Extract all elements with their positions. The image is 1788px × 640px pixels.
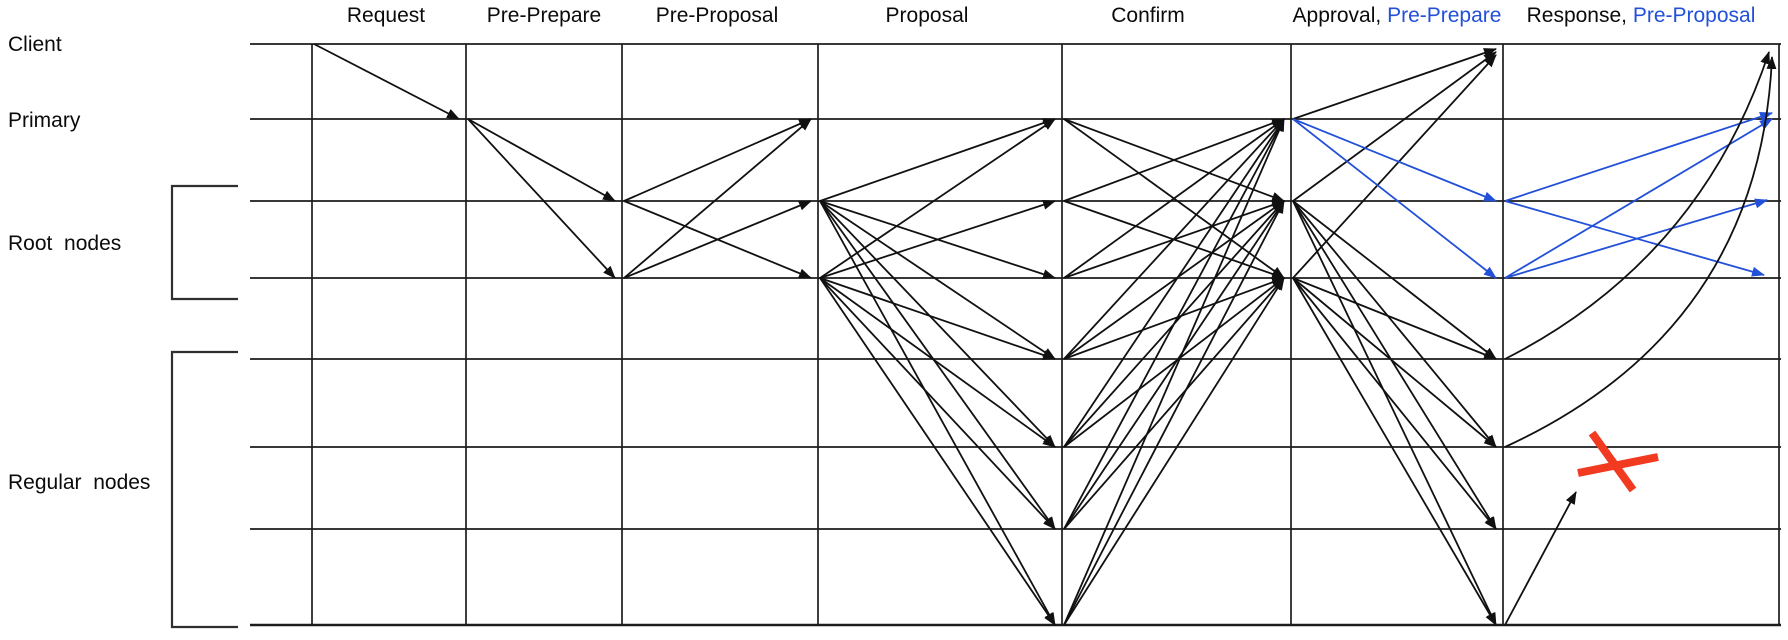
arrow-reg2-to-root2-p4	[1063, 277, 1285, 448]
phase-label-part: Request	[347, 4, 425, 27]
phase-label-part: Pre-Prepare	[487, 4, 601, 27]
phase-label-part: Approval,	[1293, 4, 1388, 27]
row-label-root-nodes: Root nodes	[8, 232, 121, 255]
row-label-client: Client	[8, 33, 62, 56]
arrow-root1-to-reg1-p5	[1292, 200, 1497, 360]
arrow-root1-to-reg4-p3	[819, 200, 1056, 626]
arrow-reg2-to-primary-p4	[1063, 118, 1285, 448]
timeline-grid	[250, 43, 1781, 627]
arrow-root2-to-primary-p4	[1063, 118, 1285, 279]
arrow-root1-to-primary-p6	[1504, 112, 1773, 202]
arrow-root2-to-reg3-p3	[819, 277, 1056, 530]
phase-label-part: Proposal	[886, 4, 969, 27]
phase-label-0: Request	[347, 4, 425, 27]
arrow-reg4-to-primary-p4	[1063, 118, 1285, 626]
arrow-reg4-to-root2-p4	[1063, 277, 1285, 626]
arrow-primary-to-root1-p5	[1292, 118, 1497, 202]
failure-x-stroke	[1588, 430, 1637, 493]
failure-x-icon	[1577, 430, 1659, 493]
phase-label-part: Confirm	[1111, 4, 1185, 27]
arrow-reg2-to-client-p6	[1504, 56, 1777, 448]
phase-label-6: Response, Pre-Proposal	[1527, 4, 1756, 27]
arrow-primary-to-root1-p1	[467, 118, 616, 202]
failed-arrow-reg4-to-client-p6	[1504, 491, 1577, 626]
phase-label-3: Proposal	[886, 4, 969, 27]
phase-label-part: Response,	[1527, 4, 1633, 27]
root-nodes-bracket	[170, 184, 238, 301]
arrow-root2-to-root1-p2	[623, 200, 812, 279]
arrow-primary-to-client-p5	[1292, 48, 1497, 120]
arrow-root2-to-reg3-p5	[1292, 277, 1497, 530]
arrow-root2-to-primary-p3	[819, 118, 1056, 279]
arrow-reg4-to-root1-p4	[1063, 200, 1285, 626]
arrow-primary-to-root2-p1	[467, 118, 616, 279]
arrow-root2-to-reg1-p3	[819, 277, 1056, 360]
arrow-root1-to-reg4-p5	[1292, 200, 1497, 626]
row-label-primary: Primary	[8, 109, 81, 132]
arrow-root1-to-reg2-p3	[819, 200, 1056, 448]
arrow-reg1-to-root2-p4	[1063, 277, 1285, 360]
row-label-regular-nodes: Regular nodes	[8, 471, 150, 494]
arrow-root2-to-reg2-p5	[1292, 277, 1497, 448]
arrow-root2-to-primary-p6	[1504, 118, 1773, 279]
arrow-reg1-to-client-p6	[1504, 51, 1770, 360]
phase-label-part: Pre-Proposal	[656, 4, 779, 27]
arrow-root2-to-client-p5	[1292, 54, 1497, 279]
arrow-root1-to-reg3-p5	[1292, 200, 1497, 530]
arrow-root1-to-reg2-p5	[1292, 200, 1497, 448]
arrow-reg3-to-root1-p4	[1063, 200, 1285, 530]
arrow-root1-to-root2-p6	[1504, 200, 1765, 277]
arrow-root1-to-reg3-p3	[819, 200, 1056, 530]
phase-label-5: Approval, Pre-Prepare	[1293, 4, 1502, 27]
arrow-root1-to-primary-p2	[623, 118, 812, 202]
arrow-root1-to-reg1-p3	[819, 200, 1056, 360]
phase-label-2: Pre-Proposal	[656, 4, 779, 27]
failure-x-stroke	[1577, 453, 1659, 477]
arrow-root2-to-reg2-p3	[819, 277, 1056, 448]
phase-label-part-blue: Pre-Proposal	[1633, 4, 1756, 27]
arrow-reg3-to-root2-p4	[1063, 277, 1285, 530]
arrow-primary-to-root2-p5	[1292, 118, 1497, 279]
message-arrows	[313, 43, 1777, 626]
arrow-root1-to-client-p5	[1292, 51, 1497, 202]
phase-label-4: Confirm	[1111, 4, 1185, 27]
arrow-reg1-to-root1-p4	[1063, 200, 1285, 360]
arrow-client-to-primary-p0	[313, 43, 460, 120]
arrow-root2-to-primary-p2	[623, 118, 812, 279]
arrow-root2-to-reg4-p3	[819, 277, 1056, 626]
arrow-root2-to-root1-p6	[1504, 198, 1768, 279]
arrow-root2-to-reg4-p5	[1292, 277, 1497, 626]
arrow-root1-to-primary-p4	[1063, 118, 1285, 202]
regular-nodes-bracket	[170, 350, 238, 629]
arrow-reg1-to-primary-p4	[1063, 118, 1285, 360]
arrow-root1-to-primary-p3	[819, 118, 1056, 202]
arrow-reg3-to-primary-p4	[1063, 118, 1285, 530]
phase-label-1: Pre-Prepare	[487, 4, 601, 27]
phase-label-part-blue: Pre-Prepare	[1387, 4, 1501, 27]
arrow-root2-to-root1-p3	[819, 199, 1056, 279]
arrow-root2-to-reg1-p5	[1292, 277, 1497, 360]
